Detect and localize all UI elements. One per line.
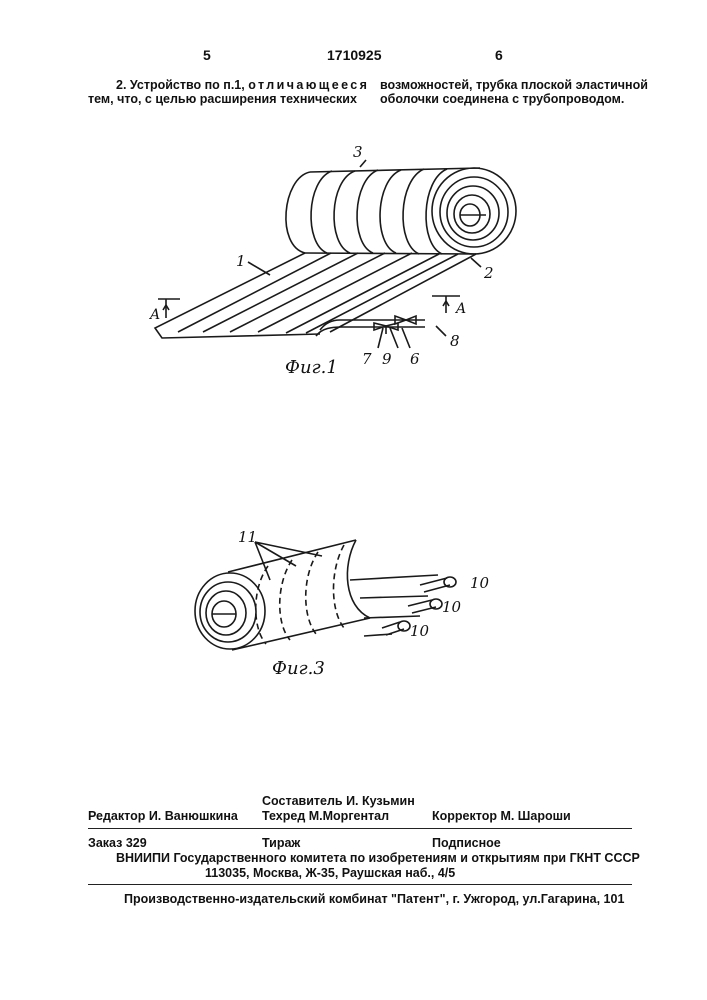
fig3-sheet-line: [364, 616, 420, 618]
fig3-label-11: 11: [238, 528, 257, 546]
colophon-corrector: Корректор М. Шароши: [432, 809, 571, 823]
colophon-publisher: Производственно-издательский комбинат "П…: [124, 892, 624, 906]
leader-11: [255, 542, 322, 580]
fig1-label-1: 1: [236, 252, 246, 270]
fig1-ring: [380, 170, 401, 253]
fig1-section-a-left: A: [150, 307, 160, 323]
fig3-dashed-seam: [306, 552, 318, 634]
fig1-roll-left-end: [286, 172, 310, 253]
fig1-ring: [357, 170, 378, 253]
fig1-label-6: 6: [410, 350, 420, 368]
colophon-subscription: Подписное: [432, 836, 501, 850]
colophon-circulation: Тираж: [262, 836, 300, 850]
fig1-caption: Фиг.1: [285, 357, 338, 378]
fig1-sheet-strip: [306, 254, 458, 333]
fig3-tube: [382, 622, 404, 635]
leader-6: [402, 328, 410, 348]
colophon-divider-top: [88, 828, 632, 829]
fig1-label-7: 7: [362, 350, 372, 368]
colophon-techred: Техред М.Моргентал: [262, 809, 389, 823]
fig3-caption: Фиг.3: [272, 658, 325, 679]
colophon-institute: ВНИИПИ Государственного комитета по изоб…: [116, 851, 640, 865]
colophon-divider-bottom: [88, 884, 632, 885]
fig1-section-a-right: A: [456, 301, 466, 317]
fig3-label-10-b: 10: [442, 598, 461, 616]
leader-1: [248, 262, 270, 275]
fig1-spiral-layer: [440, 177, 508, 247]
fig1-roll-end-outer: [432, 168, 516, 254]
fig1-ring: [334, 171, 355, 253]
fig1-label-8: 8: [450, 332, 460, 350]
fig1-ring: [311, 171, 332, 253]
figure-1: [155, 160, 516, 348]
fig3-dashed-seam: [280, 560, 292, 640]
fig1-label-2: 2: [484, 264, 494, 282]
fig3-sheet-line: [360, 596, 428, 598]
leader-9: [390, 328, 398, 348]
fig1-label-9: 9: [382, 350, 392, 368]
colophon-order: Заказ 329: [88, 836, 147, 850]
fig1-label-3: 3: [353, 143, 363, 161]
fig3-roll-bottom-edge: [232, 618, 370, 650]
leader-2: [471, 258, 481, 267]
fig3-dashed-seam: [334, 545, 345, 628]
leader-8: [436, 326, 446, 336]
colophon-composer: Составитель И. Кузьмин: [262, 794, 415, 808]
fig1-ring: [403, 169, 424, 254]
fig3-label-10-a: 10: [470, 574, 489, 592]
fig3-sheet-edge: [350, 575, 438, 580]
colophon-address: 113035, Москва, Ж-35, Раушская наб., 4/5: [205, 866, 455, 880]
leader-3: [360, 160, 366, 167]
fig3-dashed-seam: [256, 566, 268, 644]
leader-7: [378, 328, 383, 348]
fig3-label-10-c: 10: [410, 622, 429, 640]
colophon-editor: Редактор И. Ванюшкина: [88, 809, 238, 823]
fig1-roll-top-edge: [310, 168, 480, 172]
